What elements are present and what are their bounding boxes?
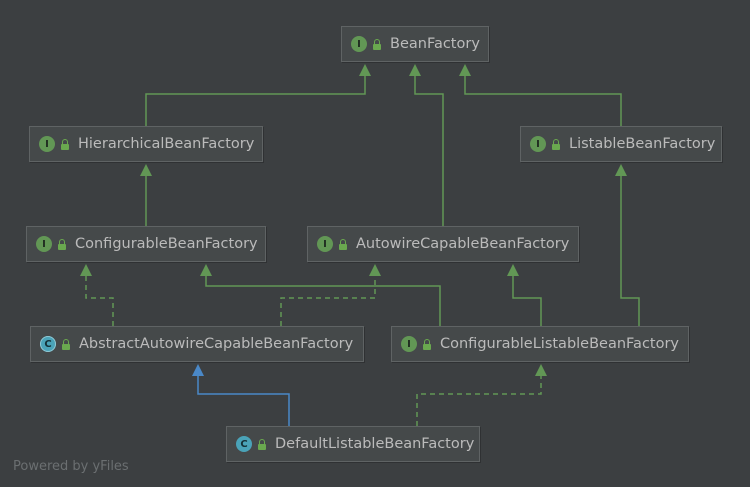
class-badge-icon: C bbox=[236, 436, 252, 452]
public-lock-icon bbox=[372, 39, 382, 50]
class-node-configurable-listable[interactable]: I ConfigurableListableBeanFactory bbox=[391, 326, 689, 362]
public-lock-icon bbox=[61, 339, 71, 350]
edge-configurable-listable-to-autowire-capable bbox=[513, 274, 541, 326]
public-lock-icon bbox=[257, 439, 267, 450]
interface-badge-icon: I bbox=[39, 136, 55, 152]
public-lock-icon bbox=[422, 339, 432, 350]
arrowhead-icon bbox=[409, 64, 421, 76]
class-node-default-listable[interactable]: C DefaultListableBeanFactory bbox=[226, 426, 480, 462]
edge-abstract-autowire-to-configurable bbox=[86, 274, 113, 326]
edge-default-listable-to-abstract-autowire bbox=[198, 374, 289, 426]
arrowhead-icon bbox=[369, 264, 381, 276]
class-badge-icon: C bbox=[40, 336, 56, 352]
arrowhead-icon bbox=[200, 264, 212, 276]
class-node-label: AbstractAutowireCapableBeanFactory bbox=[79, 336, 353, 352]
arrowhead-icon bbox=[507, 264, 519, 276]
edge-abstract-autowire-to-autowire-capable bbox=[281, 274, 375, 326]
class-node-abstract-autowire[interactable]: C AbstractAutowireCapableBeanFactory bbox=[30, 326, 364, 362]
class-node-listable[interactable]: I ListableBeanFactory bbox=[520, 126, 722, 162]
edge-autowire-capable-to-bean-factory bbox=[415, 74, 443, 226]
public-lock-icon bbox=[551, 139, 561, 150]
public-lock-icon bbox=[57, 239, 67, 250]
class-node-label: DefaultListableBeanFactory bbox=[275, 436, 474, 452]
interface-badge-icon: I bbox=[530, 136, 546, 152]
class-node-configurable[interactable]: I ConfigurableBeanFactory bbox=[26, 226, 266, 262]
class-node-bean-factory[interactable]: I BeanFactory bbox=[341, 26, 489, 62]
class-node-label: ConfigurableListableBeanFactory bbox=[440, 336, 679, 352]
arrowhead-icon bbox=[80, 264, 92, 276]
interface-badge-icon: I bbox=[317, 236, 333, 252]
class-node-label: HierarchicalBeanFactory bbox=[78, 136, 254, 152]
arrowhead-icon bbox=[140, 164, 152, 176]
edge-configurable-listable-to-configurable bbox=[206, 274, 440, 326]
class-node-label: AutowireCapableBeanFactory bbox=[356, 236, 569, 252]
edge-hierarchical-to-bean-factory bbox=[146, 74, 365, 126]
public-lock-icon bbox=[338, 239, 348, 250]
class-node-label: BeanFactory bbox=[390, 36, 480, 52]
arrowhead-icon bbox=[459, 64, 471, 76]
edge-listable-to-bean-factory bbox=[465, 74, 621, 126]
edge-default-listable-to-configurable-listable bbox=[417, 374, 541, 426]
class-node-hierarchical[interactable]: I HierarchicalBeanFactory bbox=[29, 126, 263, 162]
arrowhead-icon bbox=[192, 364, 204, 376]
edge-configurable-listable-to-listable bbox=[621, 174, 639, 326]
arrowhead-icon bbox=[615, 164, 627, 176]
class-node-label: ListableBeanFactory bbox=[569, 136, 715, 152]
interface-badge-icon: I bbox=[351, 36, 367, 52]
arrowhead-icon bbox=[535, 364, 547, 376]
interface-badge-icon: I bbox=[36, 236, 52, 252]
class-node-autowire-capable[interactable]: I AutowireCapableBeanFactory bbox=[307, 226, 579, 262]
interface-badge-icon: I bbox=[401, 336, 417, 352]
public-lock-icon bbox=[60, 139, 70, 150]
class-node-label: ConfigurableBeanFactory bbox=[75, 236, 258, 252]
arrowhead-icon bbox=[359, 64, 371, 76]
watermark-text: Powered by yFiles bbox=[13, 459, 129, 474]
